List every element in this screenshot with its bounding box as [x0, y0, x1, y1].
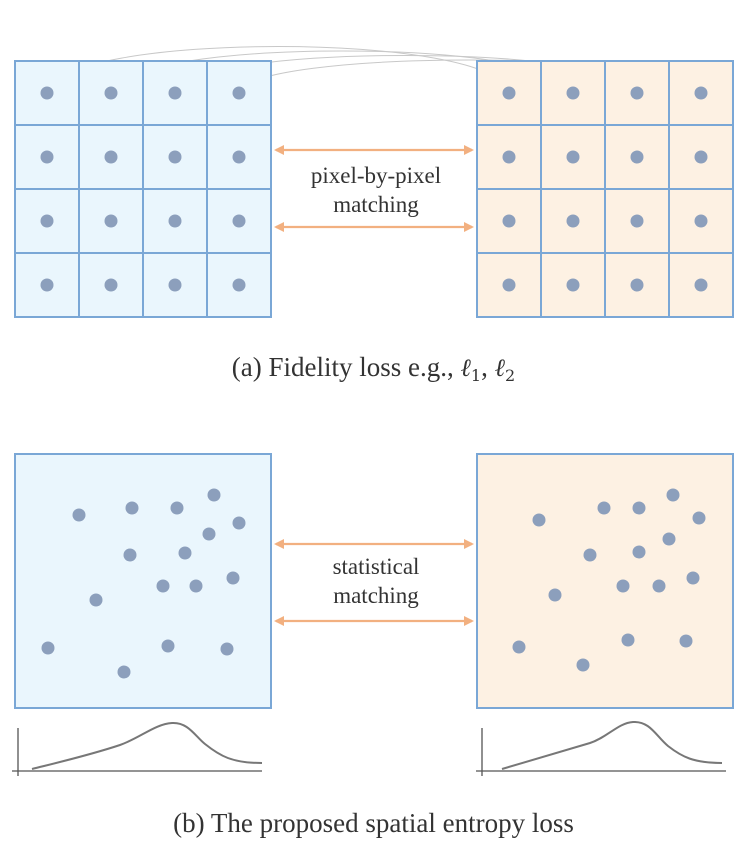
left-pixel-dot	[40, 150, 54, 164]
left-scatter-point	[207, 488, 221, 502]
statistical-matching-label: statistical matching	[276, 552, 476, 610]
loss-separator: ,	[481, 352, 495, 382]
right-scatter-point	[548, 588, 562, 602]
loss-subscript-2: 2	[505, 366, 516, 385]
right-pixel-dot	[630, 86, 644, 100]
loss-symbol-l2: ℓ	[494, 353, 506, 382]
right-pixel-dot	[694, 278, 708, 292]
right-scatter-point	[692, 511, 706, 525]
right-pixel-dot	[694, 86, 708, 100]
left-scatter-points	[41, 488, 246, 679]
left-scatter-point	[232, 516, 246, 530]
left-pixel-dot	[40, 278, 54, 292]
statistical-matching-label-line2: matching	[333, 583, 419, 608]
left-scatter-point	[170, 501, 184, 515]
right-pixel-dot	[502, 150, 516, 164]
left-pixel-dot	[104, 278, 118, 292]
right-pixel-dot	[566, 150, 580, 164]
left-scatter-point	[178, 546, 192, 560]
right-scatter-point	[621, 633, 635, 647]
left-pixel-dot	[168, 214, 182, 228]
left-pixel-dot	[104, 214, 118, 228]
left-distribution-curve	[31, 721, 263, 770]
pixel-matching-label-line1: pixel-by-pixel	[310, 163, 442, 188]
left-pixel-grid	[14, 60, 272, 318]
caption-b: (b) The proposed spatial entropy loss	[173, 808, 574, 838]
right-scatter-point	[632, 545, 646, 559]
right-pixel-dot	[630, 150, 644, 164]
left-scatter-point	[156, 579, 170, 593]
left-scatter-point	[161, 639, 175, 653]
left-pixel-dot	[232, 278, 246, 292]
left-scatter-point	[41, 641, 55, 655]
right-distribution-plot	[476, 720, 726, 776]
left-pixel-dot	[168, 278, 182, 292]
right-pixel-dot	[694, 214, 708, 228]
left-pixel-dot	[232, 150, 246, 164]
left-distribution-plot	[12, 721, 263, 776]
right-scatter-point	[632, 501, 646, 515]
right-distribution-curve	[501, 720, 723, 770]
left-pixel-dot	[40, 86, 54, 100]
left-pixel-dot	[232, 214, 246, 228]
left-scatter-point	[125, 501, 139, 515]
pixel-matching-label-line2: matching	[333, 192, 419, 217]
caption-a: (a) Fidelity loss e.g., ℓ1, ℓ2	[0, 352, 747, 385]
left-pixel-dot	[40, 214, 54, 228]
right-scatter-point	[576, 658, 590, 672]
loss-symbol-l1: ℓ	[460, 353, 471, 382]
right-pixel-dot	[694, 150, 708, 164]
left-pixel-dot	[104, 86, 118, 100]
right-scatter-points	[512, 488, 706, 672]
right-distribution-axes	[476, 728, 726, 776]
pixel-matching-label: pixel-by-pixel matching	[276, 161, 476, 219]
right-pixel-dot	[566, 214, 580, 228]
left-scatter-point	[89, 593, 103, 607]
right-scatter-point	[652, 579, 666, 593]
right-pixel-dot	[566, 278, 580, 292]
right-scatter-point	[666, 488, 680, 502]
right-pixel-dot	[630, 214, 644, 228]
right-scatter-point	[662, 532, 676, 546]
right-scatter-point	[616, 579, 630, 593]
right-scatter-point	[512, 640, 526, 654]
left-scatter-point	[189, 579, 203, 593]
right-pixel-dot	[502, 214, 516, 228]
right-scatter-point	[532, 513, 546, 527]
statistical-matching-label-line1: statistical	[332, 554, 420, 579]
loss-subscript-1: 1	[470, 366, 482, 385]
left-scatter-point	[117, 665, 131, 679]
caption-a-text: (a) Fidelity loss e.g.,	[231, 352, 461, 382]
left-pixel-dot	[168, 150, 182, 164]
right-pixel-dot	[502, 86, 516, 100]
right-scatter-point	[583, 548, 597, 562]
left-scatter-point	[226, 571, 240, 585]
left-pixel-dot	[232, 86, 246, 100]
right-pixel-grid	[476, 60, 734, 318]
left-pixel-dot	[104, 150, 118, 164]
left-pixel-dot	[168, 86, 182, 100]
left-scatter-point	[202, 527, 216, 541]
left-distribution-axes	[12, 728, 262, 776]
right-pixel-dot	[630, 278, 644, 292]
right-pixel-dot	[566, 86, 580, 100]
left-scatter-point	[123, 548, 137, 562]
left-scatter-point	[72, 508, 86, 522]
left-scatter-point	[220, 642, 234, 656]
right-pixel-dot	[502, 278, 516, 292]
right-scatter-point	[597, 501, 611, 515]
right-scatter-point	[679, 634, 693, 648]
right-scatter-point	[686, 571, 700, 585]
